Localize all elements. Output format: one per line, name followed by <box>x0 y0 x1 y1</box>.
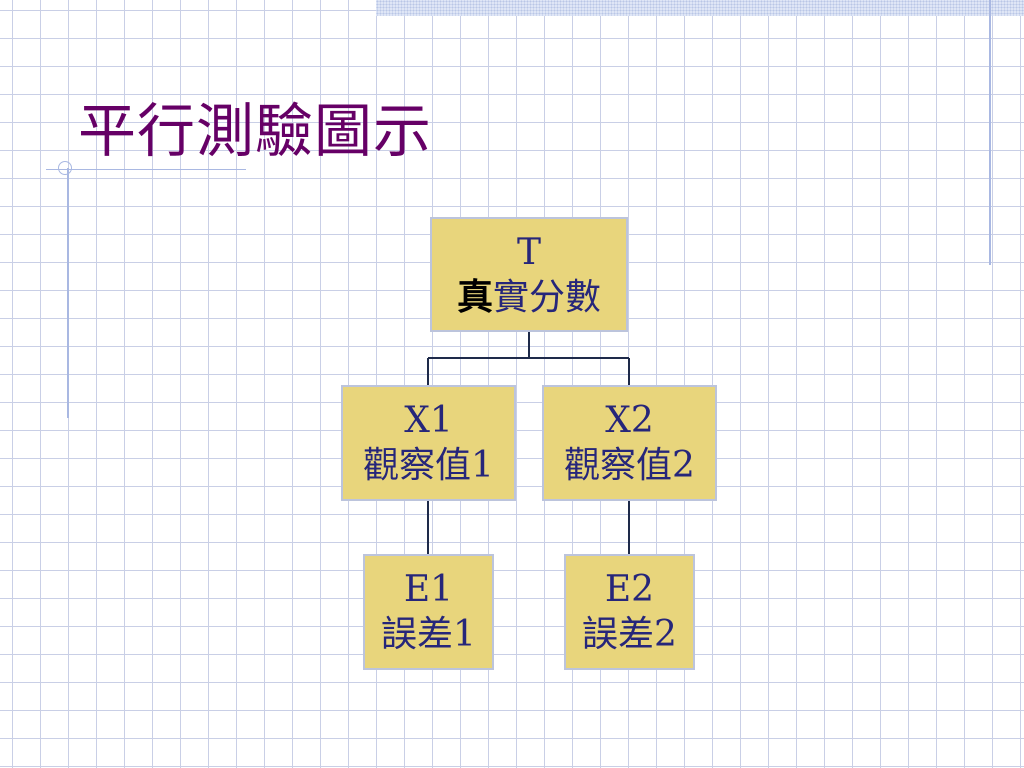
top-decorative-band <box>376 0 1024 16</box>
node-error-2-code: E2 <box>604 569 655 610</box>
node-observed-2-label: 觀察值2 <box>564 445 695 486</box>
node-true-score-label-bold: 真 <box>456 275 493 318</box>
node-true-score-label-rest: 實分數 <box>493 276 602 318</box>
node-error-1-code: E1 <box>403 569 454 610</box>
node-error-2-label: 誤差2 <box>582 614 677 655</box>
slide-title: 平行測驗圖示 <box>78 97 433 165</box>
node-true-score-code: T <box>516 231 541 273</box>
node-error-1: E1 誤差1 <box>363 554 494 670</box>
node-observed-1-code: X1 <box>404 400 453 441</box>
left-vertical-rule <box>67 168 69 418</box>
node-observed-1-label: 觀察值1 <box>363 445 494 486</box>
node-error-1-label: 誤差1 <box>381 614 476 655</box>
node-observed-2: X2 觀察值2 <box>542 385 717 501</box>
node-error-2: E2 誤差2 <box>564 554 695 670</box>
rule-circle-ornament <box>58 161 72 175</box>
node-observed-1: X1 觀察值1 <box>341 385 516 501</box>
node-true-score-label: 真實分數 <box>457 275 601 320</box>
right-vertical-rule <box>989 0 991 265</box>
node-observed-2-code: X2 <box>605 400 654 441</box>
node-true-score: T 真實分數 <box>430 217 628 332</box>
title-underline-rule <box>46 169 246 170</box>
